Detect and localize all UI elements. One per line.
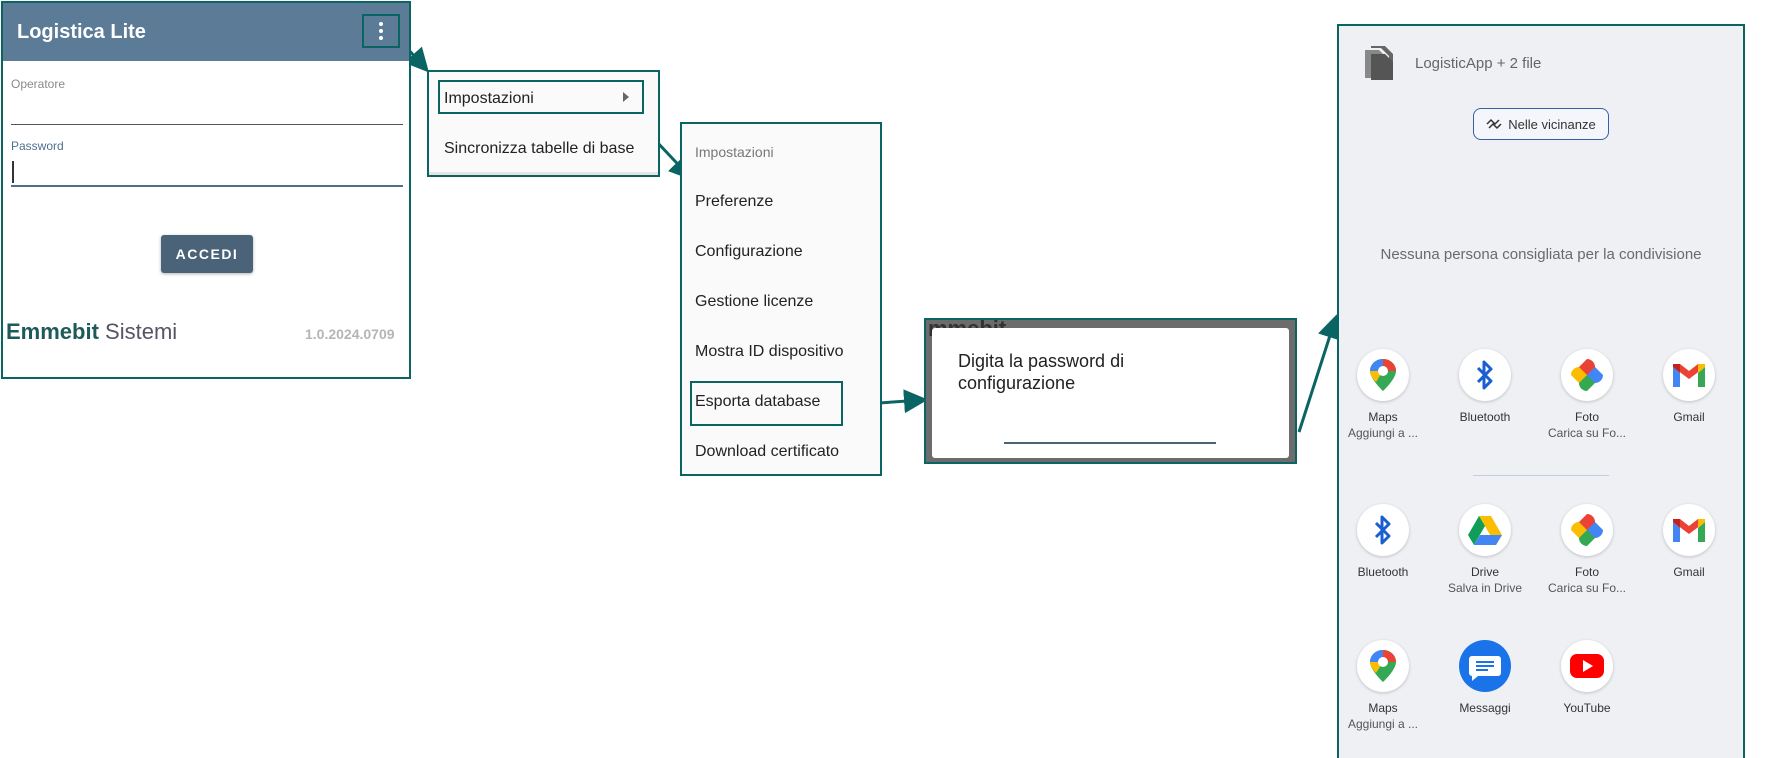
drive-icon: [1459, 504, 1511, 556]
gmail-icon: [1663, 504, 1715, 556]
more-vert-icon: [379, 22, 383, 40]
messages-icon: [1459, 640, 1511, 692]
maps-icon: [1357, 640, 1409, 692]
login-button[interactable]: ACCEDI: [161, 235, 253, 273]
share-target-gmail[interactable]: Gmail: [1639, 349, 1739, 424]
overflow-menu: Impostazioni Sincronizza tabelle di base: [427, 70, 660, 177]
config-password-input[interactable]: [1004, 442, 1216, 444]
share-target-subtitle: Carica su Fo...: [1547, 426, 1627, 440]
menu-item-download-certificato[interactable]: Download certificato: [695, 443, 840, 460]
share-target-bluetooth[interactable]: Bluetooth: [1435, 349, 1535, 424]
submenu-arrow-icon: [623, 92, 629, 102]
login-screen: Logistica Lite Operatore Password ACCEDI…: [1, 1, 411, 379]
share-title: LogisticApp + 2 file: [1415, 55, 1542, 72]
menu-item-impostazioni-label: Impostazioni: [444, 90, 534, 107]
password-input[interactable]: [11, 185, 403, 187]
share-target-name: Messaggi: [1459, 701, 1511, 715]
menu-item-esporta-database[interactable]: Esporta database: [695, 393, 821, 410]
share-target-subtitle: Aggiungi a ...: [1347, 717, 1419, 731]
share-target-name: Bluetooth: [1459, 410, 1511, 424]
menu-item-mostra-id[interactable]: Mostra ID dispositivo: [695, 343, 844, 360]
share-target-messaggi[interactable]: Messaggi: [1435, 640, 1535, 715]
gmail-icon: [1663, 349, 1715, 401]
more-options-button[interactable]: [362, 14, 400, 48]
app-version: 1.0.2024.0709: [305, 326, 395, 342]
share-target-name: Drive: [1470, 565, 1499, 579]
text-cursor: [12, 161, 14, 183]
share-target-bluetooth[interactable]: Bluetooth: [1333, 504, 1433, 579]
bluetooth-icon: [1357, 504, 1409, 556]
menu-item-gestione-licenze[interactable]: Gestione licenze: [695, 293, 814, 310]
share-sheet: LogisticApp + 2 file Nelle vicinanze Nes…: [1337, 24, 1745, 758]
share-target-name: Foto: [1574, 565, 1599, 579]
share-target-gmail[interactable]: Gmail: [1639, 504, 1739, 579]
share-target-name: Gmail: [1673, 565, 1705, 579]
menu-item-impostazioni[interactable]: [438, 80, 644, 114]
youtube-icon: [1561, 640, 1613, 692]
menu-item-esporta-highlight: [690, 381, 843, 426]
password-dialog: Digita la password di configurazione: [932, 328, 1289, 458]
nearby-icon: [1486, 118, 1502, 130]
share-target-name: Gmail: [1673, 410, 1705, 424]
settings-submenu: Impostazioni Preferenze Configurazione G…: [680, 122, 882, 476]
password-dialog-screen: mmebit Digita la password di configurazi…: [924, 318, 1297, 464]
no-suggested-people: Nessuna persona consigliata per la condi…: [1380, 246, 1702, 263]
submenu-header: Impostazioni: [695, 144, 774, 160]
share-target-name: Bluetooth: [1357, 565, 1409, 579]
share-target-subtitle: Salva in Drive: [1447, 581, 1523, 595]
arrow-dialog-to-share: [1297, 314, 1341, 433]
share-target-name: YouTube: [1563, 701, 1611, 715]
files-icon: [1365, 46, 1393, 80]
operator-label: Operatore: [11, 77, 66, 91]
share-target-name: Foto: [1574, 410, 1599, 424]
menu-item-sincronizza[interactable]: Sincronizza tabelle di base: [444, 140, 635, 157]
share-target-youtube[interactable]: YouTube: [1537, 640, 1637, 715]
share-target-subtitle: Aggiungi a ...: [1347, 426, 1419, 440]
row-divider: [1473, 475, 1609, 476]
menu-item-preferenze[interactable]: Preferenze: [695, 193, 774, 210]
app-bar: Logistica Lite: [3, 3, 409, 61]
menu-item-configurazione[interactable]: Configurazione: [695, 243, 803, 260]
nearby-share-button[interactable]: Nelle vicinanze: [1473, 108, 1609, 140]
dialog-title: Digita la password di configurazione: [958, 351, 1125, 393]
share-target-name: Maps: [1368, 701, 1398, 715]
app-title: Logistica Lite: [17, 21, 146, 43]
password-label: Password: [11, 139, 64, 153]
operator-input[interactable]: [11, 124, 403, 125]
share-target-name: Maps: [1368, 410, 1398, 424]
photos-icon: [1561, 349, 1613, 401]
maps-icon: [1357, 349, 1409, 401]
photos-icon: [1561, 504, 1613, 556]
bluetooth-icon: [1459, 349, 1511, 401]
brand-logo: Emmebit Sistemi: [6, 319, 178, 344]
share-target-subtitle: Carica su Fo...: [1547, 581, 1627, 595]
